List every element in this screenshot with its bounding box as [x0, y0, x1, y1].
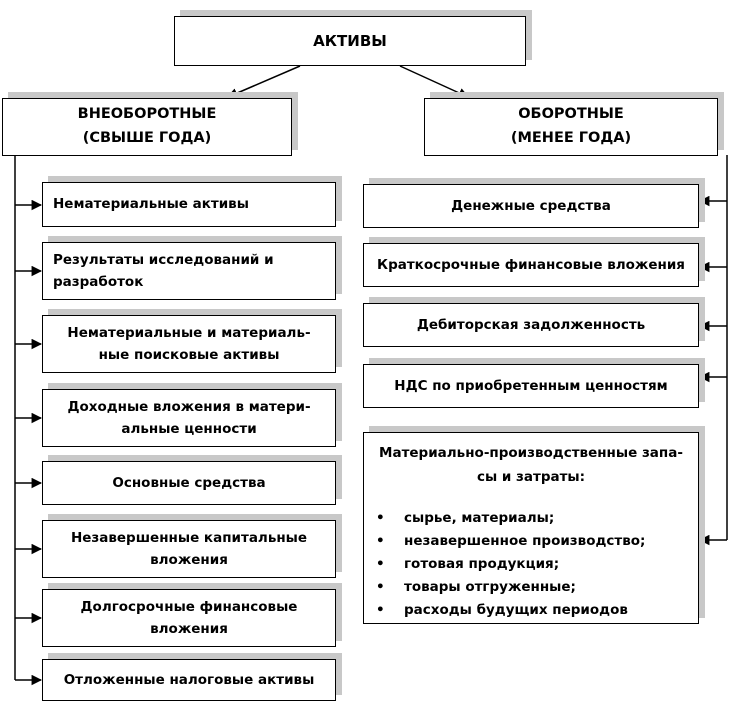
arrow-root-to-noncurrent: [227, 65, 301, 99]
inventory-bullet: расходы будущих периодов: [364, 599, 698, 622]
item-line: разработок: [53, 274, 144, 290]
current-item-inventory: Материально-производственные запа- сы и …: [363, 432, 699, 624]
root-node-assets: АКТИВЫ: [174, 16, 526, 66]
item-line: Нематериальные активы: [53, 196, 249, 213]
noncurrent-item-deferred-tax-assets: Отложенные налоговые активы: [42, 659, 336, 701]
current-subtitle: (МЕНЕЕ ГОДА): [510, 130, 632, 146]
item-line: Нематериальные и материаль-: [67, 324, 311, 341]
current-title: ОБОРОТНЫЕ: [518, 106, 624, 123]
noncurrent-item-rnd-results: Результаты исследований и разработок: [42, 242, 336, 300]
item-line: Результаты исследований и: [53, 251, 274, 268]
current-item-cash: Денежные средства: [363, 184, 699, 228]
noncurrent-subtitle: (СВЫШЕ ГОДА): [82, 130, 212, 146]
item-line: Долгосрочные финансовые: [80, 598, 298, 615]
item-line: Отложенные налоговые активы: [63, 671, 315, 688]
current-item-shortterm-investments: Краткосрочные финансовые вложения: [363, 243, 699, 287]
noncurrent-item-intangible-assets: Нематериальные активы: [42, 182, 336, 227]
noncurrent-assets-header: ВНЕОБОРОТНЫЕ (СВЫШЕ ГОДА): [2, 98, 292, 156]
arrow-root-to-current: [399, 65, 469, 98]
item-line: вложения: [150, 621, 228, 637]
inventory-title-line: Материально-производственные запа-: [379, 445, 683, 461]
noncurrent-title: ВНЕОБОРОТНЫЕ: [77, 106, 217, 123]
current-item-receivables: Дебиторская задолженность: [363, 303, 699, 347]
item-line: Основные средства: [112, 474, 266, 491]
inventory-bullet: незавершенное производство;: [364, 530, 698, 553]
noncurrent-item-fixed-assets: Основные средства: [42, 461, 336, 505]
inventory-bullet: готовая продукция;: [364, 553, 698, 576]
inventory-title: Материально-производственные запа- сы и …: [364, 441, 698, 489]
inventory-title-line: сы и затраты:: [476, 469, 586, 485]
inventory-bullet: сырье, материалы;: [364, 507, 698, 530]
inventory-bullet: товары отгруженные;: [364, 576, 698, 599]
item-line: НДС по приобретенным ценностям: [394, 377, 668, 394]
noncurrent-item-construction-in-progress: Незавершенные капитальные вложения: [42, 520, 336, 578]
item-line: ные поисковые активы: [98, 347, 280, 363]
noncurrent-item-exploration-assets: Нематериальные и материаль- ные поисковы…: [42, 315, 336, 373]
root-label: АКТИВЫ: [313, 31, 387, 50]
item-line: Дебиторская задолженность: [416, 316, 646, 333]
item-line: Денежные средства: [451, 197, 611, 214]
noncurrent-item-longterm-investments: Долгосрочные финансовые вложения: [42, 589, 336, 647]
noncurrent-item-income-investments: Доходные вложения в матери- альные ценно…: [42, 389, 336, 447]
current-item-vat: НДС по приобретенным ценностям: [363, 364, 699, 408]
item-line: Краткосрочные финансовые вложения: [377, 256, 685, 273]
inventory-list: сырье, материалы; незавершенное производ…: [364, 507, 698, 622]
current-assets-header: ОБОРОТНЫЕ (МЕНЕЕ ГОДА): [424, 98, 718, 156]
item-line: Незавершенные капитальные: [70, 529, 308, 546]
item-line: Доходные вложения в матери-: [67, 398, 311, 415]
item-line: альные ценности: [121, 421, 257, 437]
item-line: вложения: [150, 552, 228, 568]
